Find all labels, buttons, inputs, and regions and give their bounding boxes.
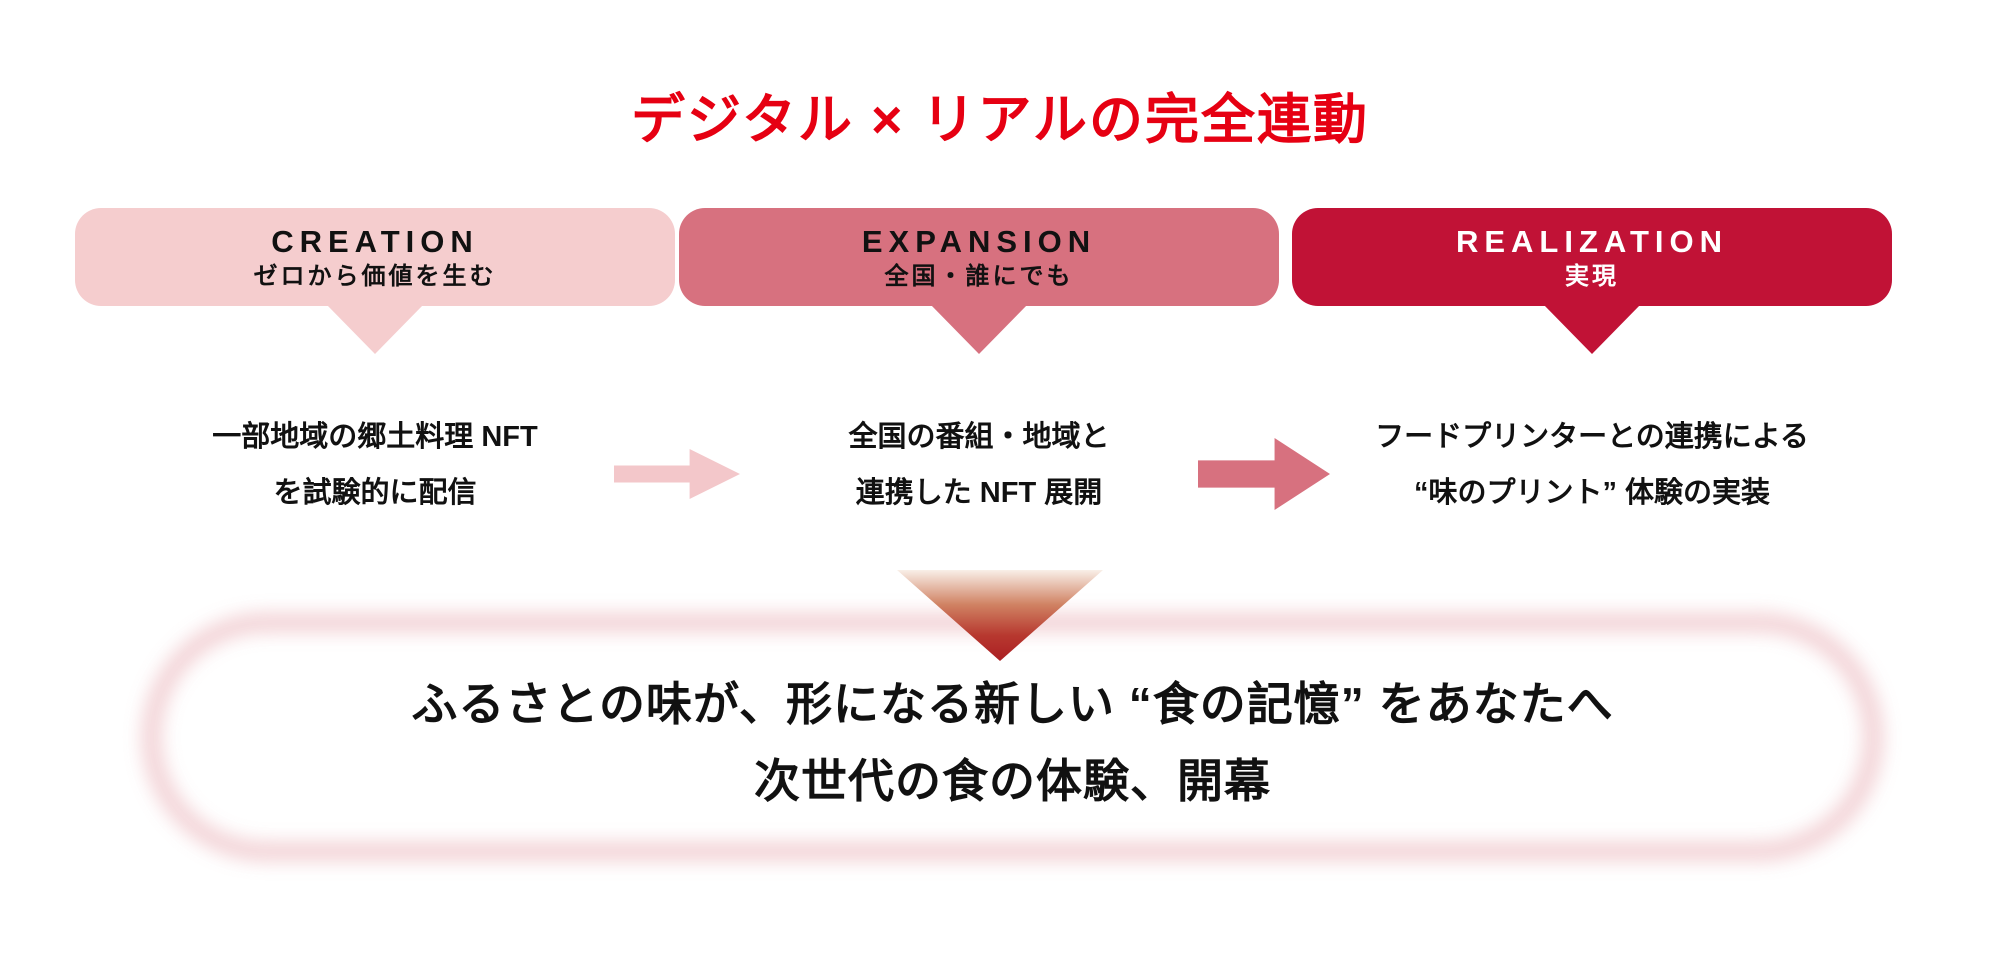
stage-expansion-label: EXPANSION	[861, 223, 1097, 259]
description-expansion: 全国の番組・地域と 連携した NFT 展開	[679, 409, 1279, 521]
stage-realization-subtitle: 実現	[1565, 262, 1619, 290]
speech-tail-icon	[1543, 304, 1641, 354]
conclusion-box: ふるさとの味が、形になる新しい “食の記憶” をあなたへ 次世代の食の体験、開幕	[145, 616, 1880, 858]
speech-tail-icon	[930, 304, 1028, 354]
description-line: 全国の番組・地域と	[848, 421, 1110, 453]
stage-box-creation: CREATION ゼロから価値を生む	[75, 208, 675, 354]
description-line: フードプリンターとの連携による	[1375, 421, 1809, 453]
description-creation: 一部地域の郷土料理 NFT を試験的に配信	[75, 409, 675, 521]
stage-creation-label: CREATION	[271, 223, 479, 259]
conclusion-line-2: 次世代の食の体験、開幕	[754, 755, 1271, 807]
page-title: デジタル × リアルの完全連動	[631, 90, 1369, 150]
stage-box-expansion: EXPANSION 全国・誰にでも	[679, 208, 1279, 354]
description-line: “味のプリント” 体験の実装	[1413, 477, 1771, 509]
stage-box-realization: REALIZATION 実現	[1292, 208, 1892, 354]
stage-expansion-subtitle: 全国・誰にでも	[884, 262, 1074, 290]
description-line: 一部地域の郷土料理 NFT	[212, 421, 538, 453]
description-line: を試験的に配信	[273, 477, 477, 509]
stage-creation-subtitle: ゼロから価値を生む	[253, 262, 497, 290]
conclusion-line-1: ふるさとの味が、形になる新しい “食の記憶” をあなたへ	[411, 678, 1614, 730]
stage-realization-label: REALIZATION	[1455, 223, 1729, 259]
description-realization: フードプリンターとの連携による “味のプリント” 体験の実装	[1292, 409, 1892, 521]
description-line: 連携した NFT 展開	[855, 477, 1103, 509]
conclusion-text: ふるさとの味が、形になる新しい “食の記憶” をあなたへ 次世代の食の体験、開幕	[145, 616, 1880, 858]
speech-tail-icon	[326, 304, 424, 354]
